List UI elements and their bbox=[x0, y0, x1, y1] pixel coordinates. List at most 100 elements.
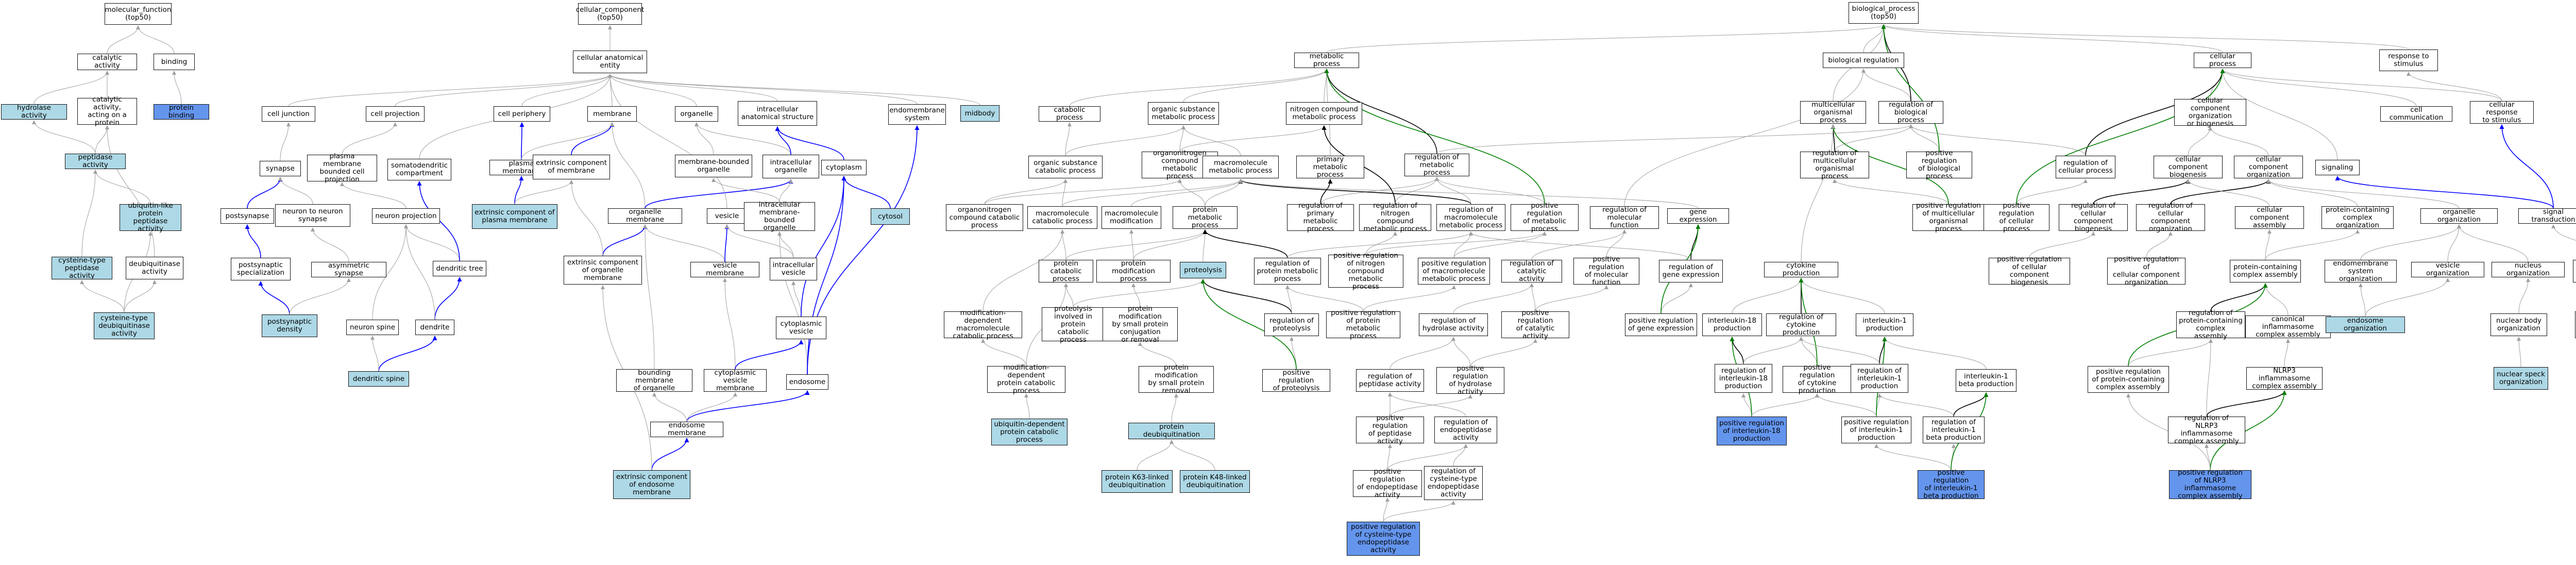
edge-gray bbox=[1435, 177, 1545, 205]
node-binding: binding bbox=[154, 54, 195, 70]
node-reg-cell-comp-biogenesis: regulation of cellular component biogene… bbox=[2059, 202, 2128, 233]
node-pos-reg-molecular: positive regulation of molecular functio… bbox=[1573, 256, 1639, 287]
node-gene-expression: gene expression bbox=[1667, 208, 1729, 224]
node-ext-comp-pm: extrinsic component of plasma membrane bbox=[472, 204, 557, 229]
edge-black bbox=[1730, 337, 1744, 364]
node-protein-mod-small-removal: protein modification by small protein re… bbox=[1139, 364, 1214, 395]
node-mod-dependent-cat: modification-dependent macromolecule cat… bbox=[944, 309, 1022, 340]
edge-blue bbox=[602, 224, 648, 256]
edge-gray bbox=[608, 74, 980, 106]
node-endosome-membrane: endosome membrane bbox=[650, 422, 723, 437]
node-cell-projection: cell projection bbox=[366, 106, 425, 122]
edge-gray bbox=[608, 74, 778, 102]
edge-gray bbox=[2518, 278, 2530, 314]
node-protein-metabolic: protein metabolic process bbox=[1173, 206, 1238, 229]
node-bounding-membrane: bounding membrane of organelle bbox=[616, 369, 692, 392]
node-k48-deubiq: protein K48-linked deubiquitination bbox=[1180, 470, 1250, 493]
edge-gray bbox=[2265, 229, 2360, 260]
edge-gray bbox=[1606, 229, 1626, 258]
node-deubiq: deubiquitinase activity bbox=[126, 257, 183, 279]
node-pos-reg-cytokine: positive regulation of cytokine producti… bbox=[1783, 364, 1852, 395]
edge-gray bbox=[1064, 283, 1074, 308]
node-org-substance: organic substance metabolic process bbox=[1148, 102, 1219, 125]
edge-gray bbox=[1530, 283, 1536, 312]
node-nucleus-org: nucleus organization bbox=[2492, 262, 2565, 277]
node-pos-reg-peptidase: positive regulation of peptidase activit… bbox=[1356, 414, 1424, 445]
edge-gray bbox=[2186, 179, 2270, 207]
edge-black bbox=[1238, 179, 1471, 205]
node-vesicle-org: vesicle organization bbox=[2411, 262, 2484, 277]
edge-gray bbox=[278, 177, 313, 205]
edge-gray bbox=[1435, 177, 1471, 205]
edge-gray bbox=[2263, 283, 2289, 316]
edge-blue bbox=[645, 179, 793, 209]
edge-gray bbox=[1451, 337, 1471, 368]
edge-gray bbox=[725, 224, 794, 258]
edge-gray bbox=[1287, 231, 1473, 258]
node-pos-reg-il1b: positive regulation of interleukin-1 bet… bbox=[1918, 469, 1985, 500]
edge-gray bbox=[608, 74, 918, 105]
edge-gray bbox=[2551, 224, 2576, 241]
edge-gray bbox=[1202, 229, 1207, 262]
edge-gray bbox=[107, 25, 140, 54]
edge-gray bbox=[404, 224, 435, 320]
edge-gray bbox=[1239, 179, 1699, 209]
edge-black bbox=[2085, 69, 2225, 156]
edge-black bbox=[1953, 392, 1989, 417]
edge-gray bbox=[2284, 339, 2290, 368]
node-reg-metabolic: regulation of metabolic process bbox=[1404, 153, 1469, 176]
edge-gray bbox=[1024, 393, 1030, 419]
edge-gray bbox=[311, 227, 349, 262]
edge-gray bbox=[1469, 231, 1691, 260]
edge-gray bbox=[1877, 393, 1954, 417]
node-reg-gene-expression: regulation of gene expression bbox=[1659, 260, 1723, 282]
edge-gray bbox=[1751, 393, 1819, 417]
node-reg-proteolysis: regulation of proteolysis bbox=[1264, 313, 1319, 336]
node-protein-complex-assembly: protein-containing complex assembly bbox=[2230, 260, 2301, 282]
edge-gray bbox=[982, 229, 1064, 312]
node-cell-junction: cell junction bbox=[262, 106, 315, 122]
edge-blue bbox=[841, 176, 891, 209]
edge-gray bbox=[280, 122, 291, 161]
node-multicellular: multicellular organismal process bbox=[1800, 101, 1866, 124]
edge-gray bbox=[1535, 285, 1608, 312]
edge-gray bbox=[2188, 126, 2212, 156]
node-vesicle: vesicle bbox=[707, 208, 747, 224]
edge-gray bbox=[2029, 231, 2095, 258]
node-pm-bounded: plasma membrane bounded cell projection bbox=[307, 153, 377, 184]
edge-gray bbox=[608, 74, 727, 209]
edge-gray bbox=[1799, 278, 1885, 314]
node-organelle-membrane: organelle membrane bbox=[608, 208, 682, 224]
node-cell-periphery: cell periphery bbox=[494, 106, 550, 122]
edge-gray bbox=[32, 120, 96, 154]
node-dendritic-spine: dendritic spine bbox=[348, 371, 409, 387]
node-hydrolase: hydrolase activity bbox=[1, 104, 67, 120]
edge-gray bbox=[33, 71, 109, 105]
edge-black bbox=[1324, 69, 1437, 154]
edge-gray bbox=[81, 170, 97, 257]
node-reg-il1-production: regulation of interleukin-1 production bbox=[1851, 364, 1908, 393]
edge-gray bbox=[1181, 125, 1241, 156]
edge-gray bbox=[791, 281, 802, 317]
node-cytosol: cytosol bbox=[871, 208, 910, 225]
edge-blue bbox=[378, 336, 437, 372]
edge-blue bbox=[258, 281, 290, 315]
node-pos-reg-proteolysis: positive regulation of proteolysis bbox=[1262, 369, 1330, 392]
node-organelle: organelle bbox=[675, 106, 718, 122]
edge-gray bbox=[1062, 179, 1067, 207]
node-ext-comp-org-membrane: extrinsic component of organelle membran… bbox=[564, 256, 642, 285]
edge-gray bbox=[1741, 393, 1752, 417]
node-catalytic: catalytic activity bbox=[77, 54, 137, 70]
edge-gray bbox=[1453, 283, 1534, 314]
edge-gray bbox=[1389, 337, 1455, 370]
node-membrane: membrane bbox=[587, 106, 637, 122]
node-macromolecule-cat: macromolecule catabolic process bbox=[1027, 206, 1097, 229]
edge-gray bbox=[694, 122, 714, 155]
node-protein-mod-small: protein modification by small protein co… bbox=[1103, 305, 1178, 343]
edge-gray bbox=[1065, 122, 1072, 156]
edge-gray bbox=[643, 224, 725, 262]
node-pos-reg-metabolic: positive regulation of metabolic process bbox=[1511, 202, 1579, 233]
node-synapse: synapse bbox=[260, 161, 301, 176]
edge-gray bbox=[1383, 501, 1455, 522]
edge-gray bbox=[1388, 392, 1466, 417]
